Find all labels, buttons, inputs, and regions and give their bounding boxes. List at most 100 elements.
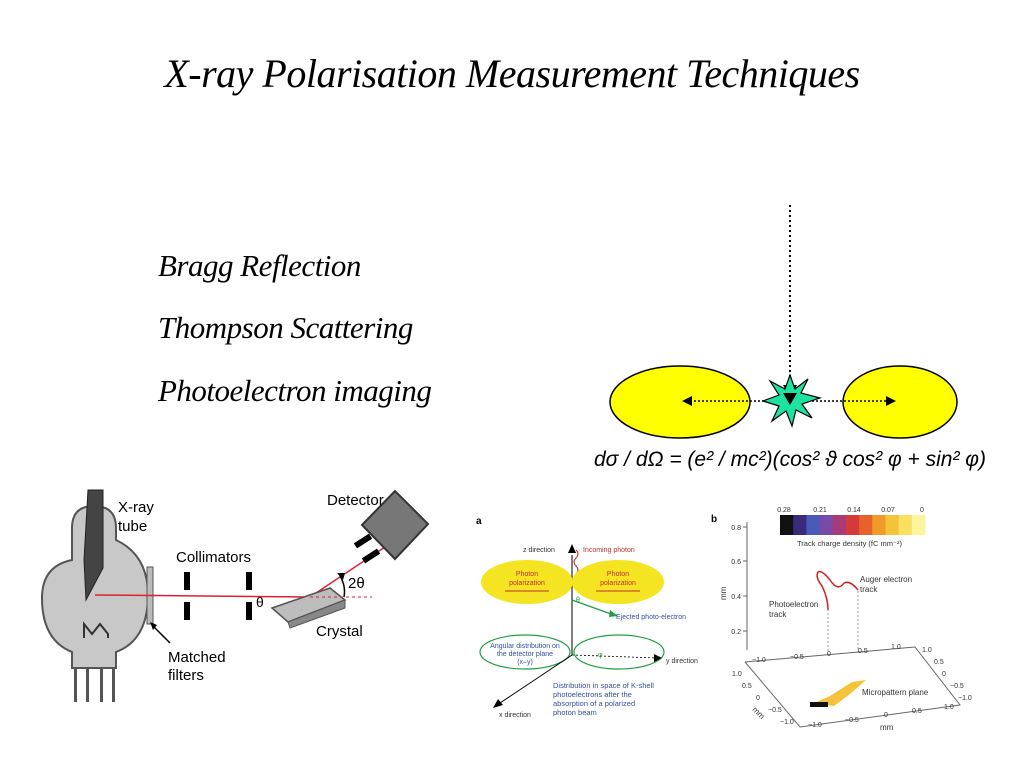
- colorbar-tick-4: 0: [920, 507, 924, 514]
- panel-b-label: b: [711, 514, 717, 525]
- auger-track-label-line1: Auger electron: [860, 575, 912, 584]
- angular-distribution-lobe-right: [573, 634, 665, 670]
- incoming-photon-label: Incoming photon: [583, 547, 635, 554]
- bullet-bragg-reflection: Bragg Reflection: [158, 248, 361, 283]
- theta-label: θ: [256, 594, 264, 610]
- collimator-2-bottom: [246, 602, 252, 620]
- y-axis-arrowhead: [654, 654, 662, 662]
- right-tick-4: −1.0: [958, 695, 972, 702]
- colorbar-segment: [885, 515, 900, 535]
- bottom-tick-0: −1.0: [808, 722, 822, 729]
- distribution-caption-line2: photoelectrons after the: [553, 690, 632, 699]
- tube-leg-left: [74, 660, 77, 702]
- right-tick-0: 1.0: [922, 647, 932, 654]
- colorbar-segment: [832, 515, 847, 535]
- z-tick-2: 0.4: [731, 594, 741, 601]
- colorbar-label: Track charge density (fC mm⁻²): [797, 539, 902, 548]
- left-tick-3: −0.5: [768, 707, 782, 714]
- left-axis-mm-label: mm: [751, 705, 767, 721]
- left-tick-4: −1.0: [780, 719, 794, 726]
- collimator-2-top: [246, 572, 252, 590]
- two-theta-label: 2θ: [348, 575, 365, 592]
- collimator-1-bottom: [184, 602, 190, 620]
- distribution-caption-line4: photon beam: [553, 708, 597, 717]
- collimator-1-top: [184, 572, 190, 590]
- bottom-tick-1: −0.5: [845, 717, 859, 724]
- left-tick-0: 1.0: [732, 671, 742, 678]
- collimators-label: Collimators: [176, 549, 251, 566]
- right-tick-2: 0: [942, 671, 946, 678]
- micropattern-dense-region: [810, 702, 828, 707]
- angular-distribution-lobe-left: [479, 634, 571, 670]
- polarization-left-line1: Photon: [516, 571, 538, 578]
- micropattern-projection: [812, 680, 866, 706]
- right-scatter-arrowhead: [886, 396, 896, 406]
- polarization-right-line1: Photon: [607, 571, 629, 578]
- collimator-3-upper: [353, 533, 373, 549]
- bottom-tick-4: 1.0: [944, 704, 954, 711]
- ejected-electron-label: Ejected photo-electron: [616, 614, 686, 621]
- incident-beam: [94, 594, 311, 598]
- bottom-axis-mm-label: mm: [880, 723, 894, 732]
- colorbar-segment: [819, 515, 834, 535]
- photon-polarization-lobe-right: [572, 560, 664, 604]
- x-axis: [496, 654, 573, 706]
- micropattern-plane-label: Micropattern plane: [862, 688, 929, 697]
- bottom-tick-3: 0.5: [912, 708, 922, 715]
- photoelectron-track-label-line2: track: [769, 610, 787, 619]
- slide-title: X-ray Polarisation Measurement Technique…: [164, 51, 860, 96]
- tube-anode: [83, 489, 104, 602]
- tube-filament: [83, 621, 109, 638]
- colorbar-segment: [898, 515, 913, 535]
- colorbar-segment: [780, 515, 794, 535]
- bullet-thompson-scattering: Thompson Scattering: [158, 310, 413, 345]
- colorbar-segment: [806, 515, 821, 535]
- xray-tube-label-line2: tube: [118, 518, 147, 535]
- colorbar-segment: [872, 515, 886, 535]
- electron-track: [816, 570, 859, 611]
- left-scatter-arrowhead: [682, 396, 692, 406]
- back-tick-2: 0: [827, 651, 831, 658]
- back-tick-3: 0.5: [858, 648, 868, 655]
- detector-icon: [360, 489, 430, 561]
- right-scattering-lobe: [842, 365, 958, 439]
- colorbar-tick-0: 0.28: [777, 507, 791, 514]
- tube-leg-right: [112, 660, 115, 702]
- polarization-right-line2: polarization: [600, 580, 636, 587]
- back-tick-4: 1.0: [891, 644, 901, 651]
- left-tick-2: 0: [756, 695, 760, 702]
- ejected-electron-arrow: [571, 599, 615, 616]
- angular-distribution-line1: Angular distribution on: [490, 643, 560, 650]
- tube-leg-mid-left: [86, 660, 89, 702]
- crystal-label: Crystal: [316, 623, 363, 640]
- z-tick-1: 0.6: [731, 559, 741, 566]
- back-tick-1: −0.5: [790, 654, 804, 661]
- z-tick-3: 0.2: [731, 629, 741, 636]
- panel-a-label: a: [476, 516, 482, 527]
- filters-label-line2: filters: [168, 667, 204, 684]
- two-theta-arc: [339, 575, 346, 598]
- filters-pointer: [152, 625, 171, 644]
- left-scattering-lobe: [609, 365, 751, 439]
- colorbar-segment: [845, 515, 860, 535]
- two-theta-arrowhead: [337, 573, 345, 580]
- thompson-cross-section-formula: dσ / dΩ = (e² / mc²)(cos² ϑ cos² φ + sin…: [594, 448, 986, 471]
- detector-label: Detector: [327, 492, 384, 509]
- right-tick-1: 0.5: [934, 659, 944, 666]
- bottom-tick-2: 0: [884, 712, 888, 719]
- filters-pointer-arrowhead: [150, 622, 157, 630]
- photon-polarization-lobe-left: [481, 560, 573, 604]
- crystal-edge: [287, 599, 346, 629]
- polarization-left-line2: polarization: [509, 580, 545, 587]
- photoelectron-track-label-line1: Photoelectron: [769, 600, 818, 609]
- theta-symbol: θ: [576, 597, 580, 604]
- filters-label-line1: Matched: [168, 649, 226, 666]
- distribution-caption-line1: Distribution in space of K-shell: [553, 681, 654, 690]
- angular-distribution-line3: (x–y): [517, 659, 533, 666]
- colorbar-tick-2: 0.14: [847, 507, 861, 514]
